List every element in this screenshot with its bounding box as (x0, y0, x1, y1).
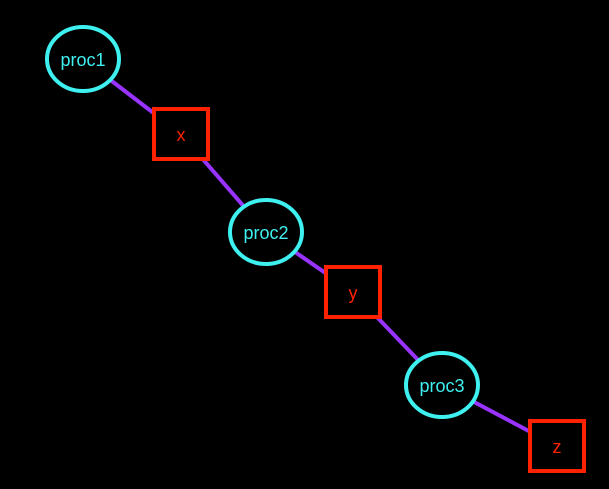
node-proc1[interactable]: proc1 (45, 25, 121, 93)
nodes: proc1 x proc2 y proc3 z (45, 25, 586, 473)
process-node-shape (45, 25, 121, 93)
data-node-shape (528, 419, 586, 473)
node-label: proc2 (243, 223, 288, 243)
data-node-shape (152, 107, 210, 161)
data-node-shape (324, 265, 382, 319)
process-node-shape (404, 351, 480, 419)
node-proc3[interactable]: proc3 (404, 351, 480, 419)
node-label: proc1 (60, 50, 105, 70)
process-node-shape (228, 198, 304, 266)
node-proc2[interactable]: proc2 (228, 198, 304, 266)
node-label: z (553, 437, 562, 457)
node-y[interactable]: y (324, 265, 382, 319)
node-z[interactable]: z (528, 419, 586, 473)
node-label: x (177, 125, 186, 145)
node-label: y (349, 283, 358, 303)
node-label: proc3 (419, 376, 464, 396)
node-x[interactable]: x (152, 107, 210, 161)
